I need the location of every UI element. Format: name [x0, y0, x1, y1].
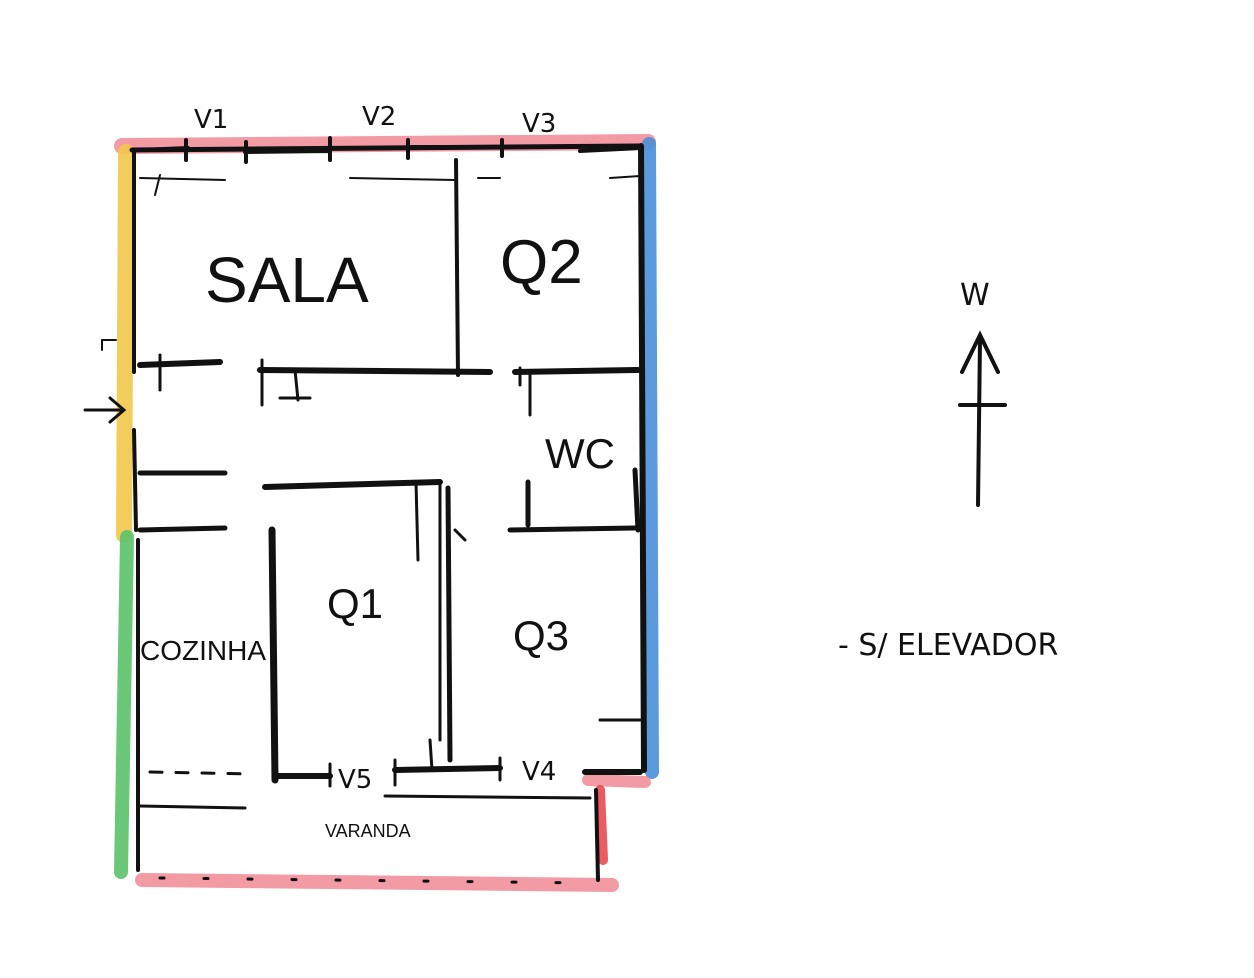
q1-east-wall [445, 485, 453, 763]
q1-west-wall [268, 526, 279, 784]
sala-inner-lines [139, 174, 641, 196]
north-edge-highlight [114, 134, 656, 154]
elevator-note: - S/ ELEVADOR [838, 628, 1058, 663]
south-interior-wall [272, 765, 643, 779]
corridor-door-marks [158, 353, 532, 417]
west-wall-upper [132, 148, 138, 532]
north-arrow: W [958, 278, 1007, 507]
room-label-cozinha: COZINHA [140, 635, 266, 666]
room-label-q2: Q2 [500, 228, 583, 297]
compass-letter: W [960, 278, 990, 313]
balcony-east-wall [594, 788, 600, 882]
east-edge-highlight [642, 137, 659, 779]
south-window-ticks [328, 718, 642, 788]
sala-q2-partition [454, 158, 460, 377]
entry-door-mark [101, 339, 117, 351]
q1-q3-door-marks [414, 480, 467, 742]
north-wall [129, 143, 643, 153]
room-label-varanda: VARANDA [325, 821, 411, 841]
window-label-v2: V2 [362, 102, 396, 132]
corridor-north-wall [137, 359, 641, 375]
south-edge-highlight [135, 873, 619, 892]
west-edge-highlight-lower [114, 530, 134, 879]
west-edge-highlight-upper [116, 144, 134, 543]
edge-highlights [114, 134, 659, 892]
room-label-q3: Q3 [513, 612, 569, 659]
window-label-v4: V4 [522, 757, 556, 787]
entry-arrow [83, 396, 127, 424]
room-label-q1: Q1 [327, 580, 383, 627]
room-label-wc: WC [545, 430, 615, 477]
balcony-side-highlight [595, 785, 608, 865]
window-label-v3: V3 [522, 109, 556, 139]
walls [83, 136, 647, 885]
corridor-south-wall [262, 479, 443, 490]
compass-arrow-icon [958, 330, 1007, 507]
cozinha-top-wall [137, 470, 228, 533]
east-wall [638, 143, 647, 773]
balcony-corner-highlight [582, 774, 651, 788]
room-label-sala: SALA [205, 244, 369, 316]
window-label-v5: V5 [338, 765, 372, 795]
south-balcony-wall [138, 794, 592, 810]
window-label-v1: V1 [194, 105, 228, 135]
cozinha-dashed-wall [148, 770, 252, 776]
wc-walls [507, 467, 641, 533]
north-window-marks [138, 136, 642, 164]
